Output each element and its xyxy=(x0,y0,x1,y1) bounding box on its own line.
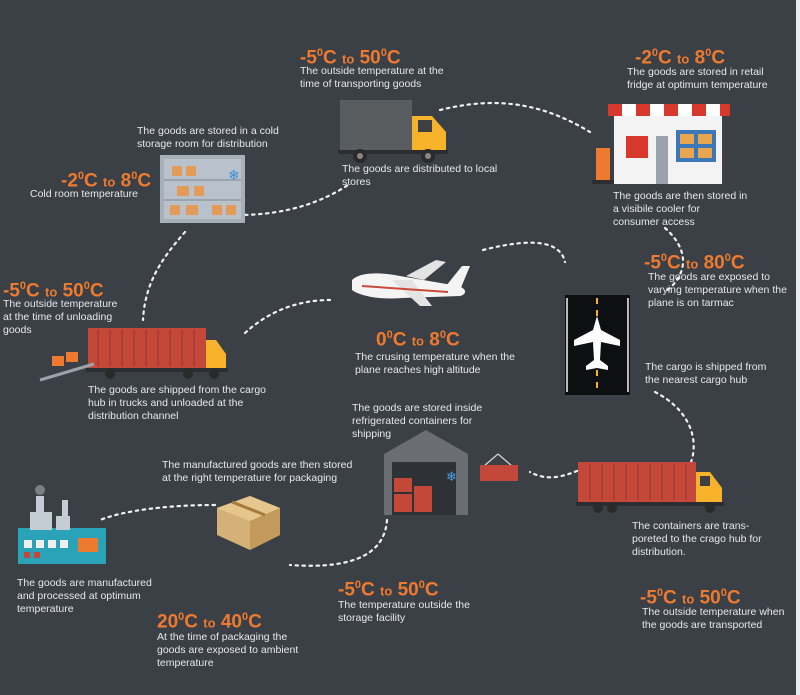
temp-connector: to xyxy=(686,256,699,272)
temp-high: 8 xyxy=(429,329,440,351)
temp-connector: to xyxy=(411,333,424,349)
temp-unit: C xyxy=(361,579,375,601)
temperature-range: 00C to 80C xyxy=(376,329,460,351)
stage-description: The goods are stored in a cold storage r… xyxy=(137,125,279,150)
container-truck-icon xyxy=(576,462,724,513)
airplane-icon xyxy=(352,260,470,306)
temp-unit: C xyxy=(184,611,198,633)
temp-connector: to xyxy=(342,51,355,67)
temp-connector: to xyxy=(380,583,393,599)
stage-description: The goods are then stored in a visibile … xyxy=(613,190,748,228)
temp-unit: C xyxy=(89,280,104,302)
temp-unit: C xyxy=(392,329,407,351)
temp-low: -5 xyxy=(640,587,657,609)
temperature-range: -50C to 800C xyxy=(644,252,745,274)
temp-high: 40 xyxy=(220,611,242,633)
temperature-range: 200C to 400C xyxy=(157,611,262,633)
snowflake-icon: ❄ xyxy=(228,168,240,184)
temp-unit: C xyxy=(84,170,98,192)
temp-high: 50 xyxy=(397,579,419,601)
stage-description: The goods are stored in retail fridge at… xyxy=(627,66,768,91)
temp-unit: C xyxy=(663,587,677,609)
temp-unit: C xyxy=(386,47,401,69)
temperature-range: -50C to 500C xyxy=(338,579,439,601)
temp-unit: C xyxy=(658,47,672,69)
temp-low: -5 xyxy=(644,252,661,274)
stage-description: The goods are manufactured and processed… xyxy=(17,577,152,615)
temp-connector: to xyxy=(682,591,695,607)
stage-description: The outside temperature at the time of t… xyxy=(300,65,444,90)
temp-low: -5 xyxy=(338,579,355,601)
dotted-route xyxy=(98,101,695,567)
stage-description: The outside temperature when the goods a… xyxy=(642,606,785,631)
temp-high: 8 xyxy=(120,170,132,192)
temperature-range: -50C to 500C xyxy=(640,587,741,609)
temperature-range: -20C to 80C xyxy=(635,47,726,69)
temp-high: 50 xyxy=(359,47,381,69)
snowflake-icon: ❄ xyxy=(446,470,457,485)
truck-icon xyxy=(338,100,448,163)
temp-low: -5 xyxy=(3,280,20,302)
stage-description: The crusing temperature when the plane r… xyxy=(355,351,515,376)
temp-unit: C xyxy=(26,280,40,302)
temp-low: 0 xyxy=(376,329,387,351)
right-edge-bar xyxy=(796,0,800,695)
container-truck-icon xyxy=(39,328,228,382)
temp-unit: C xyxy=(711,47,726,69)
temp-unit: C xyxy=(424,579,439,601)
stage-description: The cargo is shipped from the nearest ca… xyxy=(645,361,767,386)
temperature-range: -20C to 80C xyxy=(61,170,152,192)
temp-unit: C xyxy=(248,611,262,633)
stage-description: The goods are stored inside refrigerated… xyxy=(352,402,483,440)
temp-connector: to xyxy=(45,284,58,300)
stage-description: At the time of packaging the goods are e… xyxy=(157,631,299,669)
stage-description: The outside temperature at the time of u… xyxy=(3,298,118,336)
temp-high: 8 xyxy=(694,47,706,69)
stage-description: Cold room temperature xyxy=(30,188,138,200)
warehouse-icon: ❄ xyxy=(384,430,468,515)
temp-low: -2 xyxy=(635,47,652,69)
stage-description: The goods are distributed to local store… xyxy=(342,163,498,188)
temp-low: 20 xyxy=(157,611,179,633)
temp-unit: C xyxy=(726,587,741,609)
temp-high: 50 xyxy=(62,280,84,302)
temp-unit: C xyxy=(445,329,460,351)
stage-description: The temperature outside the storage faci… xyxy=(338,599,470,624)
temperature-range: -50C to 500C xyxy=(300,47,401,69)
stage-description: The containers are trans-poreted to the … xyxy=(632,520,762,558)
temp-unit: C xyxy=(323,47,337,69)
temp-unit: C xyxy=(667,252,681,274)
box-icon xyxy=(217,496,280,550)
temp-unit: C xyxy=(730,252,745,274)
temp-connector: to xyxy=(677,51,690,67)
runway-icon xyxy=(565,295,630,395)
temp-low: -5 xyxy=(300,47,317,69)
temp-connector: to xyxy=(203,615,216,631)
stage-description: The manufactured goods are then stored a… xyxy=(162,459,353,484)
factory-icon xyxy=(18,485,106,564)
temp-low: -2 xyxy=(61,170,78,192)
container-icon xyxy=(480,453,518,481)
store-icon xyxy=(592,104,730,184)
temp-high: 80 xyxy=(703,252,725,274)
stage-description: The goods are exposed to varying tempera… xyxy=(648,271,787,309)
temp-high: 50 xyxy=(699,587,721,609)
stage-description: The goods are shipped from the cargo hub… xyxy=(88,384,267,422)
cold-room-icon: ❄ xyxy=(160,155,245,223)
temperature-range: -50C to 500C xyxy=(3,280,104,302)
temp-connector: to xyxy=(103,174,116,190)
temp-unit: C xyxy=(137,170,152,192)
